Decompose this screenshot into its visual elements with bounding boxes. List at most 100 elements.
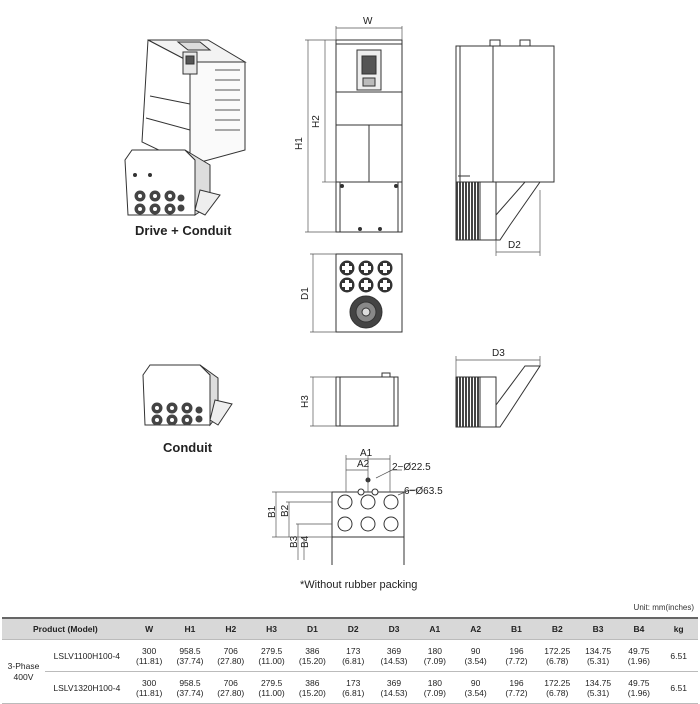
kg-cell: 6.51	[659, 671, 698, 704]
value-mm: 173	[346, 677, 361, 688]
phase-line1: 3-Phase	[7, 660, 40, 671]
dim-b4-label: B4	[300, 535, 311, 548]
value-mm: 173	[346, 645, 361, 656]
value-mm: 369	[386, 645, 402, 656]
value-inch: (15.20)	[298, 687, 326, 698]
phase-line2: 400V	[13, 671, 34, 682]
value-cell: 958.5(37.74)	[169, 671, 211, 704]
dimension-table: Product (Model) W H1 H2 H3 D1 D2 D3 A1 A…	[2, 617, 698, 704]
value-mm: 90	[470, 645, 481, 656]
hole-small-label: 2−Ø22.5	[392, 462, 431, 473]
caption-conduit: Conduit	[163, 440, 213, 455]
value-inch: (5.31)	[586, 687, 610, 698]
value-mm: 958.5	[179, 677, 201, 688]
dim-d2-label: D2	[508, 240, 521, 251]
value-mm: 386	[305, 645, 320, 656]
value-inch: (7.09)	[423, 655, 446, 666]
value-inch: (6.78)	[546, 687, 569, 698]
value-mm: 172.25	[544, 677, 571, 688]
front-view-dimensions	[305, 26, 403, 233]
value-inch: (1.96)	[627, 655, 650, 666]
value-inch: (11.00)	[258, 687, 285, 698]
value-mm: 180	[427, 677, 442, 688]
value-cell: 706(27.80)	[210, 639, 252, 672]
value-cell: 386(15.20)	[291, 639, 333, 672]
header-b2: B2	[536, 617, 578, 640]
kg-cell: 6.51	[659, 639, 698, 672]
value-inch: (1.96)	[627, 687, 650, 698]
value-inch: (6.78)	[546, 655, 569, 666]
header-h2: H2	[210, 617, 252, 640]
value-cell: 369(14.53)	[373, 671, 415, 704]
model-cell: LSLV1100H100-4	[44, 639, 129, 672]
front-view	[335, 39, 403, 233]
value-mm: 958.5	[179, 645, 201, 656]
value-cell: 172.25(6.78)	[536, 671, 578, 704]
value-cell: 49.75(1.96)	[618, 671, 660, 704]
value-inch: (6.81)	[342, 687, 365, 698]
value-inch: (3.54)	[464, 687, 487, 698]
header-b3: B3	[577, 617, 619, 640]
value-mm: 49.75	[628, 677, 650, 688]
hole-large-label: 6−Ø63.5	[404, 486, 443, 497]
value-mm: 706	[223, 645, 238, 656]
value-mm: 300	[142, 677, 157, 688]
unit-label: Unit: mm(inches)	[633, 603, 694, 612]
value-inch: (14.53)	[380, 655, 408, 666]
side-view-dimensions	[495, 190, 541, 256]
header-d1: D1	[291, 617, 333, 640]
conduit-front-view	[335, 372, 399, 427]
table-header-row: Product (Model) W H1 H2 H3 D1 D2 D3 A1 A…	[2, 617, 698, 640]
conduit-side-view	[455, 365, 541, 428]
table-row: LSLV1320H100-4 300(11.81) 958.5(37.74) 7…	[2, 671, 698, 704]
dim-d1-label: D1	[300, 287, 311, 300]
value-mm: 300	[142, 645, 157, 656]
value-mm: 172.25	[544, 645, 571, 656]
value-inch: (37.74)	[176, 655, 204, 666]
value-mm: 706	[223, 677, 238, 688]
value-cell: 173(6.81)	[332, 639, 374, 672]
conduit-iso-view	[142, 364, 233, 427]
value-cell: 180(7.09)	[414, 639, 456, 672]
header-a1: A1	[414, 617, 456, 640]
header-h1: H1	[169, 617, 211, 640]
value-inch: (15.20)	[298, 655, 326, 666]
value-cell: 386(15.20)	[291, 671, 333, 704]
header-kg: kg	[659, 617, 698, 640]
conduit-side-dimensions	[455, 356, 541, 377]
value-inch: (11.81)	[135, 655, 163, 666]
value-inch: (27.80)	[217, 655, 245, 666]
model-cell: LSLV1320H100-4	[44, 671, 129, 704]
value-inch: (14.53)	[380, 687, 408, 698]
packing-note: *Without rubber packing	[300, 579, 417, 591]
dim-w-label: W	[363, 16, 373, 27]
value-inch: (11.81)	[135, 687, 163, 698]
value-cell: 300(11.81)	[128, 671, 170, 704]
value-mm: 386	[305, 677, 320, 688]
value-inch: (7.72)	[505, 655, 528, 666]
dim-b2-label: B2	[280, 504, 291, 517]
value-mm: 279.5	[260, 645, 283, 656]
dim-h3-label: H3	[300, 395, 311, 408]
dim-b1-label: B1	[267, 505, 278, 518]
value-cell: 90(3.54)	[455, 671, 497, 704]
value-mm: 90	[470, 677, 481, 688]
value-cell: 134.75(5.31)	[577, 671, 619, 704]
value-inch: (11.00)	[258, 655, 285, 666]
header-b4: B4	[618, 617, 660, 640]
value-inch: (5.31)	[586, 655, 610, 666]
value-cell: 279.5(11.00)	[251, 639, 292, 672]
side-view	[455, 39, 555, 241]
value-mm: 134.75	[585, 677, 612, 688]
value-cell: 369(14.53)	[373, 639, 415, 672]
value-cell: 958.5(37.74)	[169, 639, 211, 672]
value-cell: 134.75(5.31)	[577, 639, 619, 672]
header-b1: B1	[496, 617, 537, 640]
drive-conduit-iso-view	[124, 39, 247, 216]
value-cell: 279.5(11.00)	[251, 671, 292, 704]
value-mm: 180	[427, 645, 442, 656]
value-mm: 279.5	[260, 677, 283, 688]
hole-detail-view	[331, 477, 405, 565]
bottom-view-dimensions	[310, 253, 336, 333]
header-w: W	[128, 617, 170, 640]
